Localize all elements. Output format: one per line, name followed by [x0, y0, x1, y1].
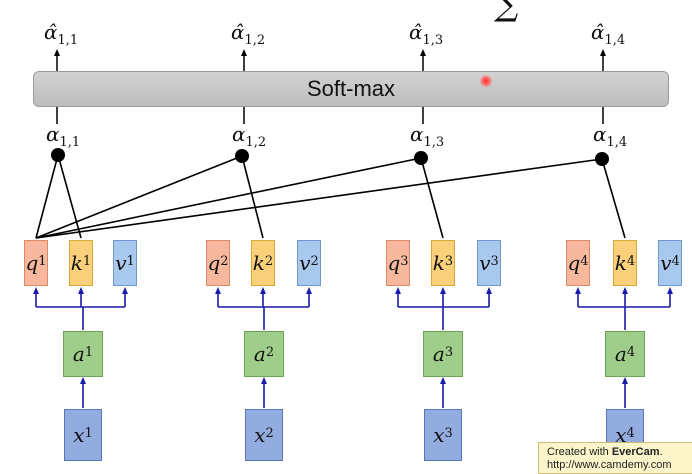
attention-score-1-4: α1,4: [593, 122, 628, 150]
attention-score-1-2: α1,2: [232, 122, 267, 150]
attention-lines: [35, 154, 626, 239]
dot-node-3: [414, 151, 428, 165]
dot-product-nodes: [51, 148, 609, 166]
softmax-bar: [33, 71, 669, 107]
softmax-label: Soft-max: [306, 76, 396, 101]
evercam-watermark: Created with EverCam. http://www.camdemy…: [538, 442, 692, 474]
attention-score-1-3: α1,3: [410, 122, 445, 150]
softmax-output-arrows: [54, 49, 606, 71]
laser-pointer-icon: [480, 75, 492, 87]
dot-node-4: [595, 152, 609, 166]
attention-score-1-1: α1,1: [46, 122, 81, 150]
blue-arrows: [33, 287, 673, 408]
output-alpha-hat-1-2: α̂1,2: [231, 20, 266, 48]
watermark-line-2: http://www.camdemy.com: [547, 459, 672, 471]
output-alpha-hat-1-1: α̂1,1: [44, 20, 79, 48]
alpha-to-softmax-lines: [56, 107, 604, 124]
dot-node-2: [235, 149, 249, 163]
summation-sign-icon: ∑: [494, 0, 519, 24]
output-alpha-hat-1-4: α̂1,4: [591, 20, 626, 48]
watermark-line-1: Created with EverCam.: [547, 446, 663, 458]
dot-node-1: [51, 148, 65, 162]
output-alpha-hat-1-3: α̂1,3: [409, 20, 444, 48]
